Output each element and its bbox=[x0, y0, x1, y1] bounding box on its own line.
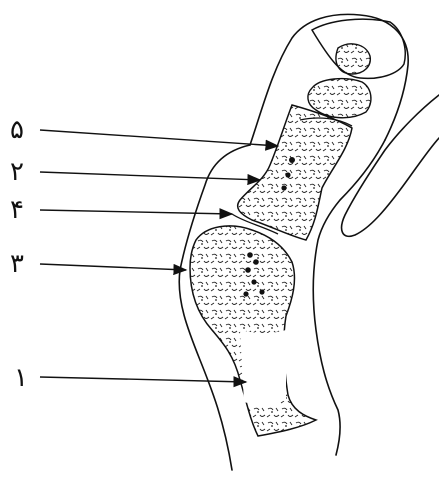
finger-right-contour bbox=[313, 140, 385, 455]
label-5: ۵ bbox=[10, 115, 24, 145]
proximal-phalanx bbox=[190, 226, 316, 436]
pointer-2 bbox=[40, 172, 260, 180]
labels: ۵ ۲ ۴ ۳ ۱ bbox=[10, 115, 28, 393]
pointer-1 bbox=[40, 377, 246, 382]
label-2: ۲ bbox=[10, 157, 24, 187]
pointer-3 bbox=[40, 264, 186, 270]
proximal-phalanx-shaft bbox=[240, 330, 286, 405]
pointer-5 bbox=[40, 130, 278, 146]
label-1: ۱ bbox=[14, 363, 28, 393]
middle-phalanx bbox=[238, 105, 352, 240]
distal-phalanx bbox=[308, 44, 371, 118]
pointer-4 bbox=[40, 210, 232, 214]
label-4: ۴ bbox=[10, 195, 24, 225]
label-3: ۳ bbox=[10, 249, 24, 279]
